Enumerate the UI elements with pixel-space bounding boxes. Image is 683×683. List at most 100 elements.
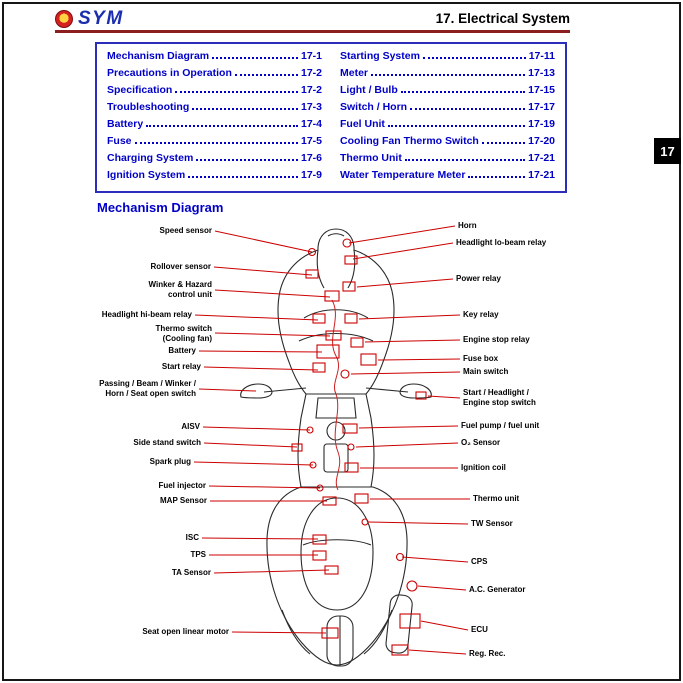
toc-leader-dots (400, 91, 526, 93)
toc-entry-label: Battery (107, 118, 144, 130)
toc-leader-dots (146, 125, 298, 127)
sym-logo: SYM (55, 8, 124, 30)
diagram-label-ta-sensor: TA Sensor (171, 568, 211, 577)
toc-entry-page: 17-9 (300, 169, 322, 181)
diagram-label-speed-sensor: Speed sensor (159, 226, 212, 235)
toc-leader-dots (468, 176, 526, 178)
toc-entry-page: 17-2 (300, 84, 322, 96)
sym-emblem-icon (55, 10, 73, 28)
toc-entry-label: Precautions in Operation (107, 67, 232, 79)
chapter-side-tab: 17 (654, 138, 681, 164)
toc-entry-page: 17-21 (528, 152, 555, 164)
toc-entry-label: Fuse (107, 135, 132, 147)
toc-entry-page: 17-11 (528, 50, 555, 62)
diagram-label-handlebar-left-switches: Passing / Beam / Winker / Horn / Seat op… (99, 379, 196, 398)
diagram-label-isc: ISC (185, 533, 199, 542)
diagram-label-thermo-switch: Thermo switch (Cooling fan) (155, 324, 212, 343)
toc-entry-label: Specification (107, 84, 173, 96)
diagram-label-rollover-sensor: Rollover sensor (150, 262, 211, 271)
toc-leader-dots (175, 91, 298, 93)
diagram-label-horn: Horn (458, 221, 477, 230)
toc-entry-charging-system[interactable]: Charging System 17-6 (107, 152, 322, 168)
toc-entry-ignition-system[interactable]: Ignition System 17-9 (107, 169, 322, 185)
toc-entry-label: Light / Bulb (340, 84, 398, 96)
toc-entry-label: Cooling Fan Thermo Switch (340, 135, 479, 147)
diagram-label-o2-sensor: O₂ Sensor (461, 438, 501, 447)
callout-lines (193, 225, 470, 655)
toc-leader-dots (404, 159, 526, 161)
diagram-label-cps: CPS (471, 557, 488, 566)
toc-entry-fuel-unit[interactable]: Fuel Unit 17-19 (340, 118, 555, 134)
toc-entry-label: Meter (340, 67, 369, 79)
diagram-label-ecu: ECU (471, 625, 488, 634)
diagram-label-reg-rec: Reg. Rec. (469, 649, 506, 658)
toc-entry-label: Troubleshooting (107, 101, 190, 113)
sym-logo-text: SYM (78, 8, 124, 29)
wiring-harness (331, 299, 341, 491)
toc-leader-dots (387, 125, 526, 127)
diagram-label-thermo-unit: Thermo unit (473, 494, 520, 503)
toc-entry-page: 17-1 (300, 50, 322, 62)
diagram-label-power-relay: Power relay (456, 274, 501, 283)
diagram-label-main-switch: Main switch (463, 367, 509, 376)
toc-entry-page: 17-4 (300, 118, 322, 130)
diagram-label-seat-open-linear-motor: Seat open linear motor (142, 627, 229, 636)
toc-entry-thermo-unit[interactable]: Thermo Unit 17-21 (340, 152, 555, 168)
diagram-label-winker-hazard-unit: Winker & Hazard control unit (148, 280, 213, 299)
diagram-label-spark-plug: Spark plug (149, 457, 191, 466)
toc-entry-label: Charging System (107, 152, 194, 164)
diagram-label-ignition-coil: Ignition coil (461, 463, 506, 472)
toc-leader-dots (234, 74, 298, 76)
toc-entry-label: Fuel Unit (340, 118, 385, 130)
diagram-label-tps: TPS (190, 550, 206, 559)
diagram-label-battery: Battery (168, 346, 196, 355)
diagram-label-start-relay: Start relay (161, 362, 201, 371)
scooter-outline (240, 228, 432, 667)
toc-entry-page: 17-6 (300, 152, 322, 164)
diagram-label-engine-stop-relay: Engine stop relay (463, 335, 530, 344)
diagram-label-ac-generator: A.C. Generator (469, 585, 526, 594)
toc-entry-cooling-fan-thermo-switch[interactable]: Cooling Fan Thermo Switch 17-20 (340, 135, 555, 151)
toc-entry-page: 17-21 (528, 169, 555, 181)
toc-leader-dots (481, 142, 526, 144)
toc-entry-battery[interactable]: Battery 17-4 (107, 118, 322, 134)
page-header: SYM 17. Electrical System (55, 7, 570, 31)
chapter-title: 17. Electrical System (435, 11, 570, 26)
toc-entry-label: Ignition System (107, 169, 186, 181)
diagram-label-headlight-lobeam-relay: Headlight lo-beam relay (456, 238, 547, 247)
diagram-label-fuel-injector: Fuel injector (158, 481, 206, 490)
toc-leader-dots (192, 108, 298, 110)
toc-leader-dots (371, 74, 526, 76)
toc-leader-dots (196, 159, 298, 161)
toc-leader-dots (134, 142, 298, 144)
toc-entry-specification[interactable]: Specification 17-2 (107, 84, 322, 100)
diagram-label-headlight-hibeam-relay: Headlight hi-beam relay (101, 310, 192, 319)
diagram-label-key-relay: Key relay (463, 310, 499, 319)
toc-entry-switch-horn[interactable]: Switch / Horn 17-17 (340, 101, 555, 117)
diagram-label-map-sensor: MAP Sensor (160, 496, 207, 505)
toc-entry-precautions[interactable]: Precautions in Operation 17-2 (107, 67, 322, 83)
toc-entry-label: Thermo Unit (340, 152, 402, 164)
header-rule (55, 30, 570, 33)
toc-entry-label: Switch / Horn (340, 101, 408, 113)
toc-entry-page: 17-19 (528, 118, 555, 130)
toc-entry-page: 17-2 (300, 67, 322, 79)
diagram-label-handlebar-right-switches: Start / Headlight / Engine stop switch (463, 388, 536, 407)
diagram-label-fuse-box: Fuse box (463, 354, 499, 363)
toc-leader-dots (422, 57, 526, 59)
toc-leader-dots (212, 57, 298, 59)
toc-entry-page: 17-20 (528, 135, 555, 147)
toc-entry-page: 17-17 (528, 101, 555, 113)
